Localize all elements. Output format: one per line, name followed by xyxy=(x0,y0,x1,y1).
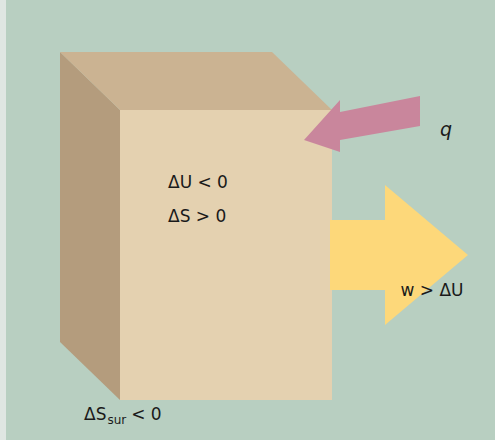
subscript: sur xyxy=(107,413,126,427)
state-change: ΔU < 0 xyxy=(168,172,332,192)
entropy-symbol: ΔS xyxy=(84,404,106,424)
work-label: w > ΔU xyxy=(400,280,463,300)
box-side-face xyxy=(60,52,120,400)
state-change: ΔS > 0 xyxy=(168,206,332,226)
work-arrow xyxy=(330,185,468,325)
inequality: < 0 xyxy=(131,404,161,424)
system-box: ΔU < 0 ΔS > 0 xyxy=(120,110,332,400)
heat-arrow xyxy=(304,96,420,152)
frame-edge xyxy=(0,0,6,440)
heat-label: q xyxy=(440,118,452,140)
box-front-face xyxy=(120,110,332,400)
box-top-face xyxy=(60,52,332,110)
